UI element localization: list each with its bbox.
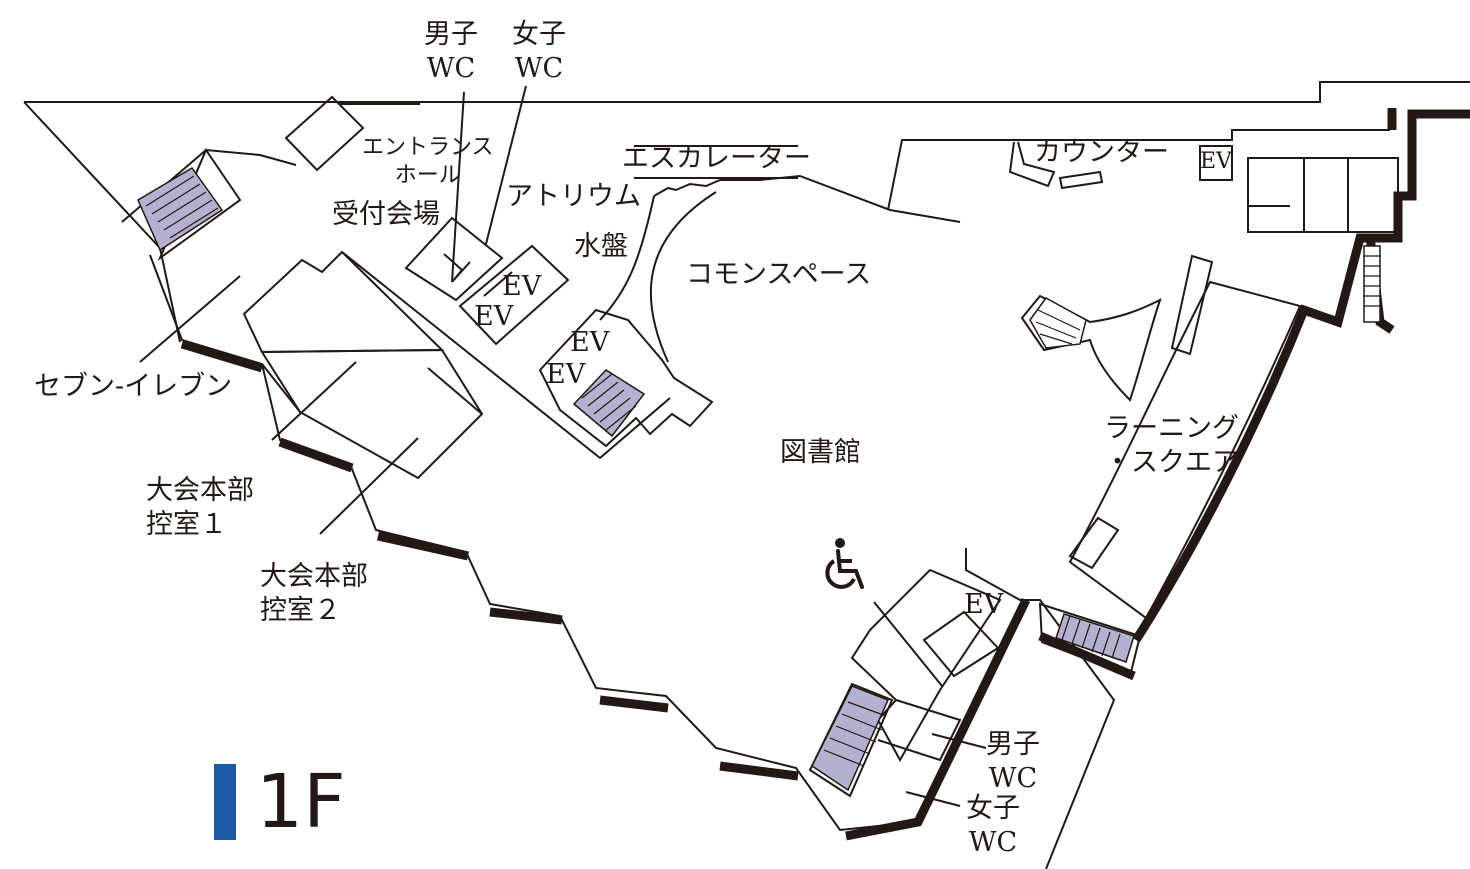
label-water-basin: 水盤 xyxy=(574,231,628,262)
leader-wc-men-top xyxy=(451,91,465,283)
learning-kiosk xyxy=(1068,516,1120,570)
label-counter: カウンター xyxy=(1034,137,1169,168)
funnel-stair xyxy=(1020,294,1162,402)
outer-wall-southwest xyxy=(149,254,917,832)
label-ev-3: EV xyxy=(570,327,610,358)
stair-west-treads xyxy=(145,175,219,239)
ne-rooms xyxy=(1247,157,1399,233)
ev-block-1 xyxy=(458,244,570,346)
north-inner-wall xyxy=(887,129,1390,211)
label-ev-counter: EV xyxy=(1200,149,1232,174)
label-escalator: エスカレーター xyxy=(622,143,811,174)
ev-stair-block xyxy=(538,308,714,448)
counter-desk-2 xyxy=(1058,170,1104,190)
wc-south xyxy=(877,699,962,762)
seven-eleven-room xyxy=(242,250,445,354)
atrium-inner xyxy=(599,195,655,321)
label-hq-room-1: 大会本部控室１ xyxy=(146,475,254,540)
label-ev-2: EV xyxy=(474,301,514,332)
label-atrium: アトリウム xyxy=(506,181,641,212)
label-entrance-hall: エントランスホール xyxy=(362,135,494,188)
leader-hq-2 xyxy=(319,437,419,535)
stair-west xyxy=(137,167,224,252)
label-library: 図書館 xyxy=(780,437,861,468)
label-hq-room-2: 大会本部控室２ xyxy=(260,561,368,626)
label-common-space: コモンスペース xyxy=(686,259,872,290)
stair-sw-treads xyxy=(823,701,887,767)
stair-ne xyxy=(1363,245,1381,323)
label-seven-eleven: セブン-イレブン xyxy=(34,371,233,402)
leader-hq-1 xyxy=(271,361,357,441)
stair-central xyxy=(572,369,646,438)
room-divider xyxy=(261,363,301,413)
corridor-wall xyxy=(341,251,671,460)
label-ev-south: EV xyxy=(964,589,1004,620)
south-block xyxy=(965,548,1116,869)
wc-block-top xyxy=(404,216,504,302)
stair-ne-treads xyxy=(1364,255,1380,307)
floor-label: 1F xyxy=(256,759,346,845)
stair-se-treads xyxy=(1061,615,1121,659)
hq-room-2 xyxy=(427,367,483,415)
outer-wall-top xyxy=(24,81,1470,103)
label-ev-1: EV xyxy=(502,271,542,302)
floor-accent-bar xyxy=(214,764,236,840)
ev-block-1-div xyxy=(483,271,513,297)
ev-box-north xyxy=(1199,145,1233,181)
water-basin xyxy=(649,191,717,363)
thick-wall-sw xyxy=(180,339,799,781)
label-ev-4: EV xyxy=(546,359,586,390)
label-learning-square: ラーニング・スクエア xyxy=(1104,413,1239,478)
atrium-edge xyxy=(653,174,961,223)
entrance-block xyxy=(284,95,365,172)
stair-funnel-treads xyxy=(1035,309,1081,345)
wc-partition xyxy=(443,253,471,283)
stair-central-treads xyxy=(581,373,637,431)
leader-wc-women-top xyxy=(485,85,527,245)
leader-accessible xyxy=(873,601,943,687)
thick-wall-south xyxy=(845,598,1031,841)
escalator-lines xyxy=(634,145,798,179)
stair-sw xyxy=(811,685,890,792)
label-reception: 受付会場 xyxy=(332,199,440,230)
counter-desk xyxy=(1008,141,1056,188)
leader-seven-eleven xyxy=(139,275,241,363)
learning-partition xyxy=(1170,254,1214,356)
floor-indicator: 1F xyxy=(214,764,346,840)
thick-wall-stair xyxy=(1038,631,1136,681)
hq-room-1 xyxy=(260,348,484,480)
wheelchair-icon xyxy=(825,538,864,589)
